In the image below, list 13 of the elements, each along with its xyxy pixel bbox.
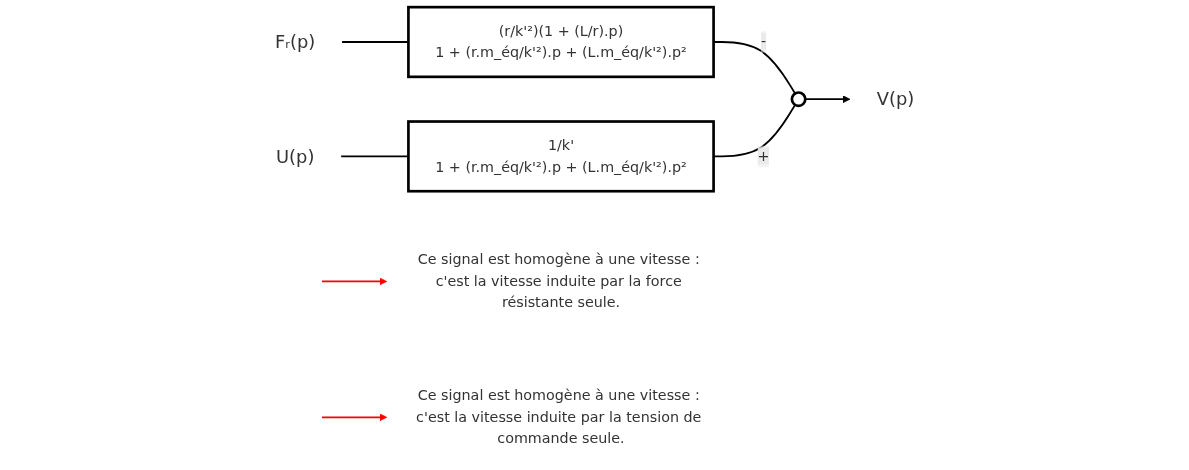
node-box: 1/k' 1 + (r.m_éq/k'²).p + (L.m_éq/k'²).p²	[406, 120, 715, 193]
arrow	[320, 413, 387, 422]
node-box: (r/k'²)(1 + (L/r).p) 1 + (r.m_éq/k'²).p + (L.m_éq/k'²).p²	[406, 5, 715, 79]
node-text: Ce signal est homogène à une vitesse : c'est la vitesse induite par la force résistante seule.	[417, 251, 700, 311]
node-text: V(p)	[876, 88, 915, 110]
edge-label: -	[760, 33, 766, 51]
node-circle	[790, 91, 807, 108]
node-text: Fᵣ(p)	[274, 31, 316, 53]
node-text: Ce signal est homogène à une vitesse : c'est la vitesse induite par la tension de commande seule.	[415, 386, 702, 447]
edge-label: +	[757, 147, 770, 165]
arrow	[320, 277, 387, 286]
arrow	[804, 95, 851, 104]
node-text: U(p)	[275, 145, 315, 168]
